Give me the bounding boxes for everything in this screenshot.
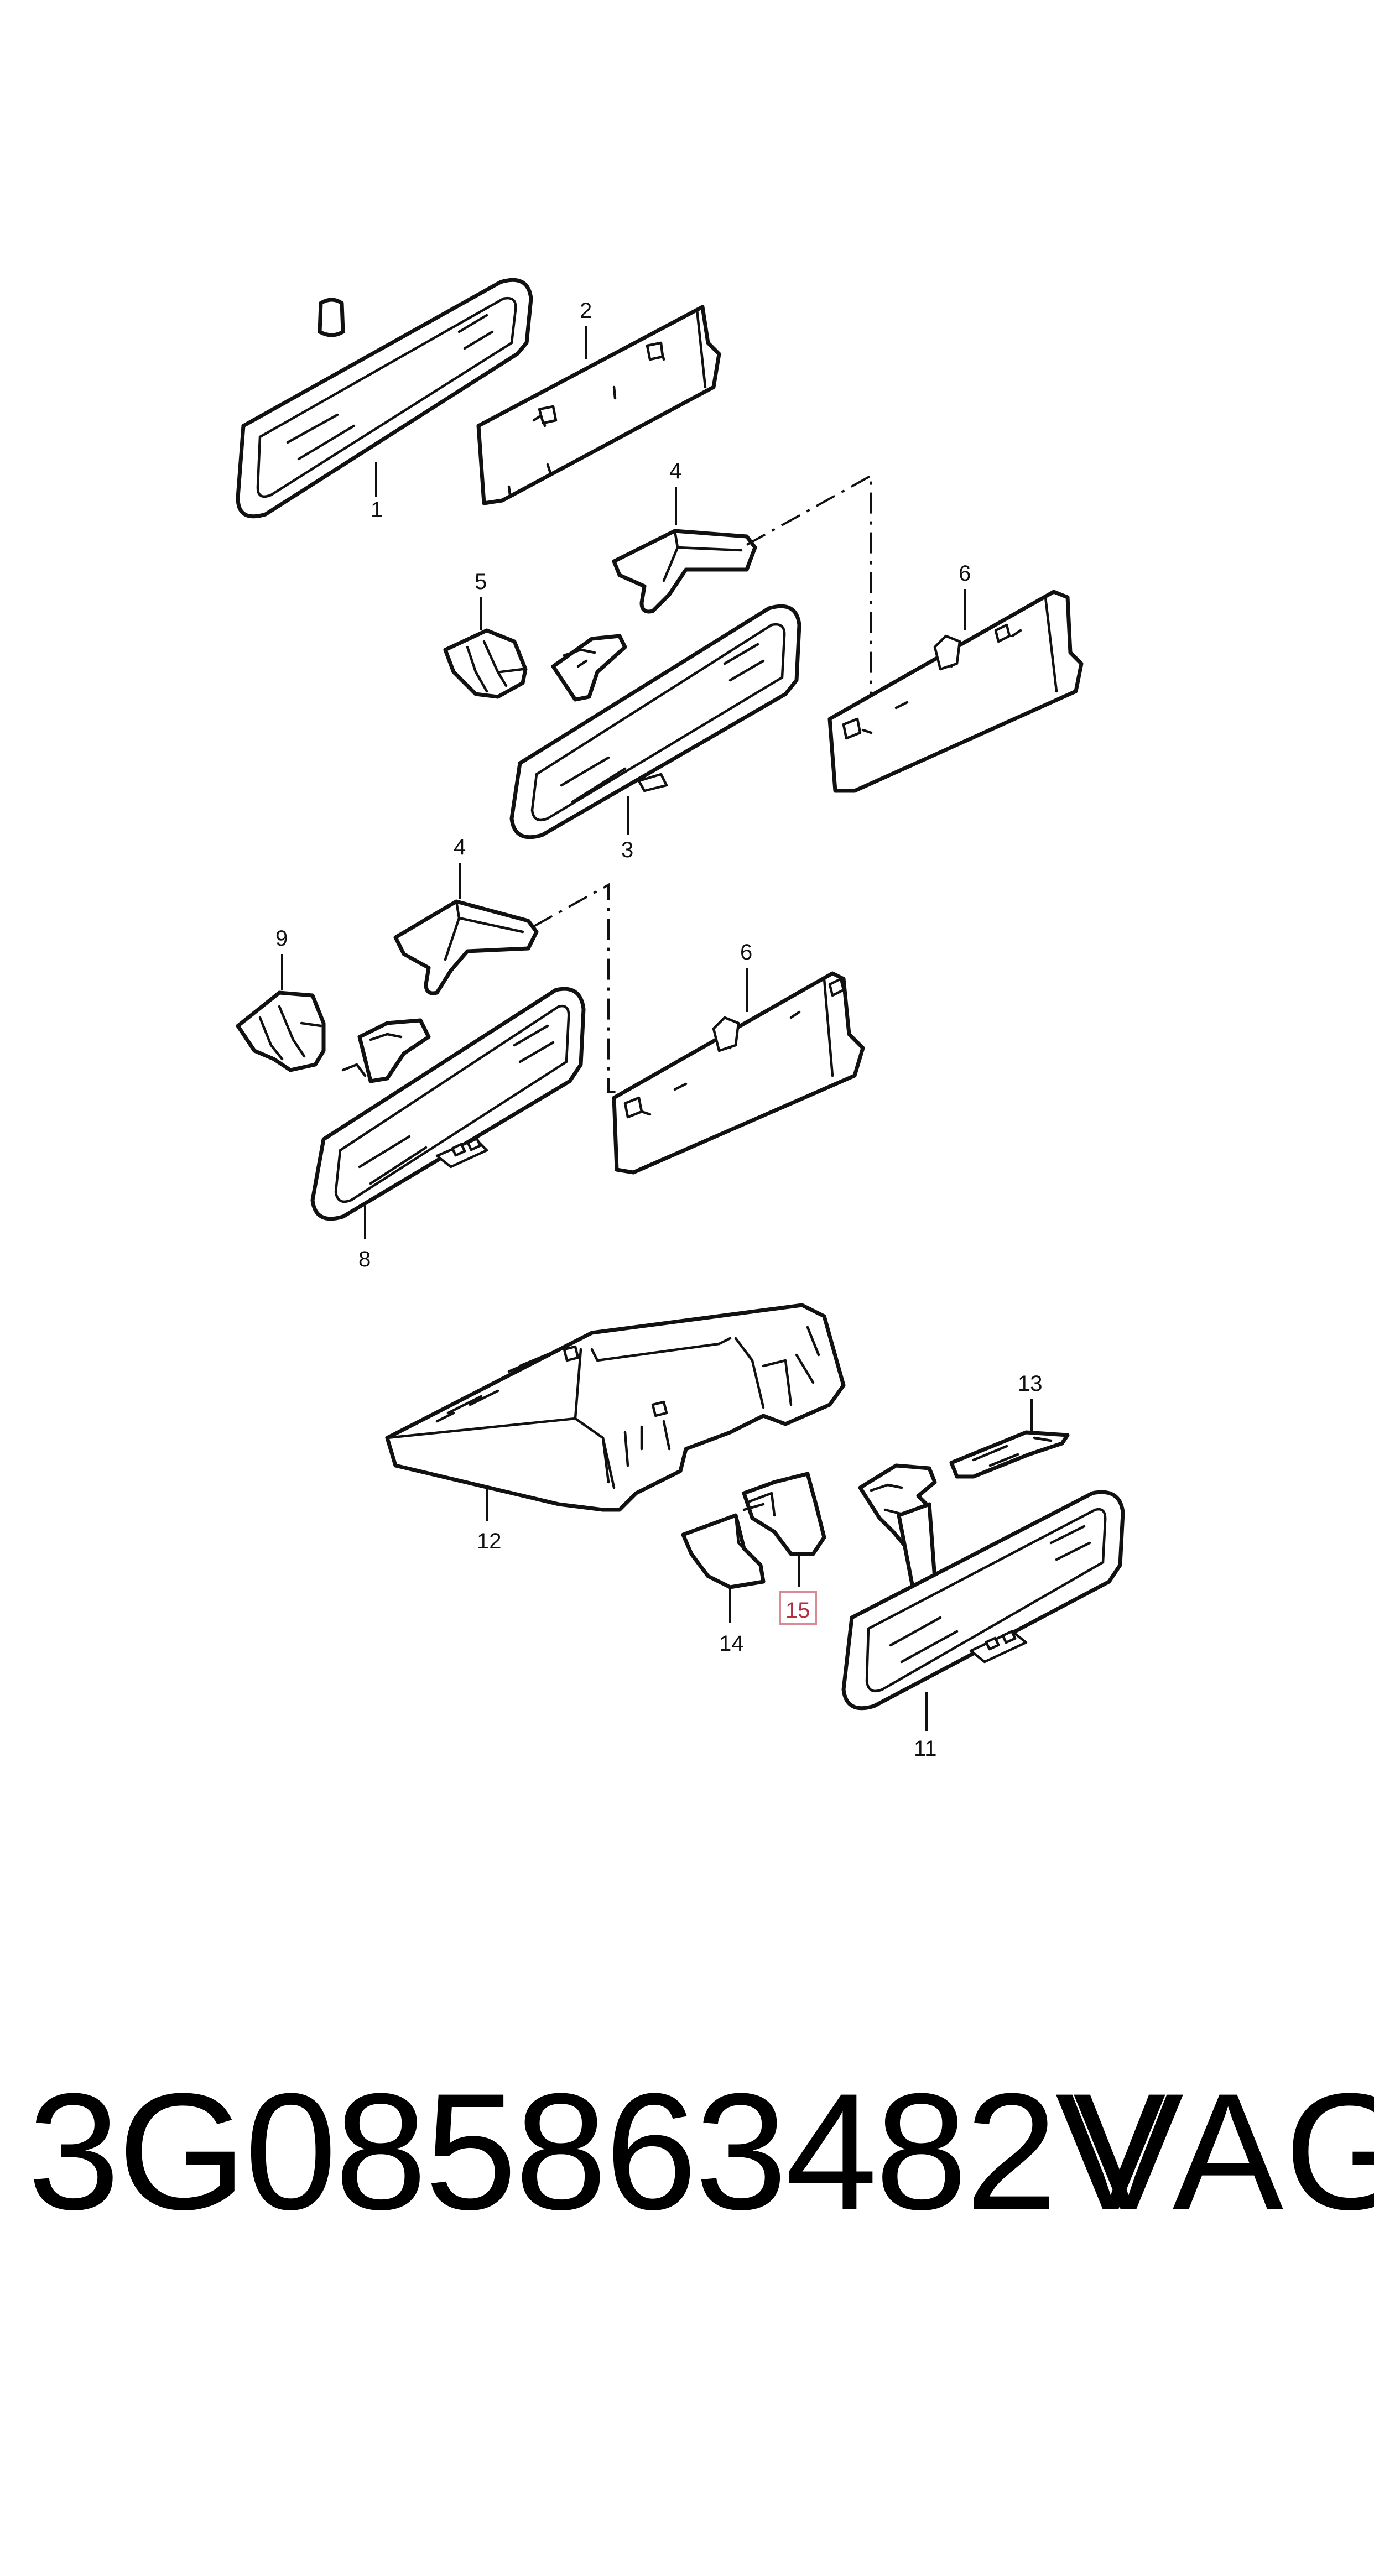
part-8-mirror [310,987,586,1221]
callout-15: 15 [785,1598,810,1623]
part-13-plate [949,1430,1070,1479]
callout-11: 11 [914,1737,937,1761]
part-number: 3G085863482V [28,2058,1166,2244]
exploded-parts-diagram: 1 2 4 5 3 6 [236,278,1125,1761]
part-12-housing [385,1303,846,1512]
part-1-mirror [236,278,533,519]
part-2-cover [476,305,721,505]
callout-3: 3 [621,838,633,862]
part-3-mirror [509,604,802,839]
callout-9: 9 [275,926,288,951]
part-4-lower-clip [393,899,539,995]
callout-6-upper: 6 [959,561,971,586]
part-9-cap [236,990,326,1072]
part-5-cap [443,628,528,699]
part-11-mirror [841,1463,1125,1711]
callout-8: 8 [358,1247,371,1271]
callout-12: 12 [477,1529,502,1553]
part-4-upper-clip [612,529,757,614]
part-14-cover [681,1513,766,1589]
part-6-upper-cover [827,590,1084,793]
callout-6-lower: 6 [740,940,752,964]
part-6-lower-cover [612,971,865,1175]
callout-14: 14 [719,1631,744,1656]
brand-label: VAG [1073,2058,1374,2244]
callout-2: 2 [580,299,592,323]
callout-1: 1 [371,498,383,522]
footer: 3G085863482V VAG [0,2068,1374,2234]
callout-15-highlight-box [779,1591,817,1625]
callout-4-upper: 4 [669,459,681,483]
callout-13: 13 [1018,1372,1043,1396]
callout-5: 5 [475,570,487,594]
callout-4-lower: 4 [454,835,466,859]
part-15-cover [742,1472,826,1556]
